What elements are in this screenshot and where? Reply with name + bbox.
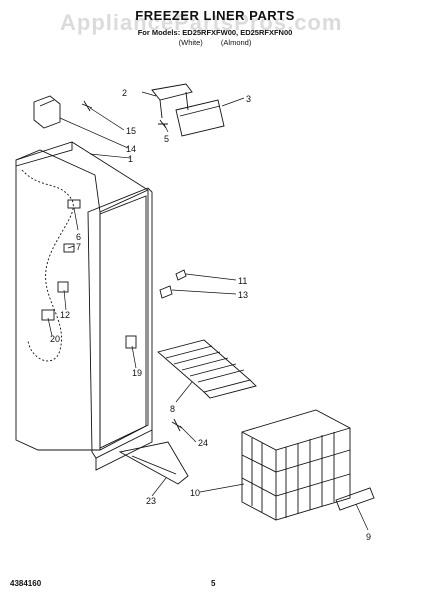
part-12-clip bbox=[57, 281, 69, 293]
diagram-title: FREEZER LINER PARTS bbox=[135, 8, 295, 23]
document-number: 4384160 bbox=[10, 579, 42, 588]
part-3-cover bbox=[175, 99, 225, 137]
page-number: 5 bbox=[211, 579, 216, 588]
part-10-wire-basket bbox=[241, 409, 351, 521]
callout-2: 2 bbox=[122, 88, 127, 98]
callout-23: 23 bbox=[146, 496, 156, 506]
part-11-clip bbox=[175, 269, 187, 281]
callout-12: 12 bbox=[60, 310, 70, 320]
callout-10: 10 bbox=[190, 488, 200, 498]
part-6-clip bbox=[67, 199, 81, 209]
callout-9: 9 bbox=[366, 532, 371, 542]
part-19-clip bbox=[125, 335, 137, 349]
callout-5: 5 bbox=[164, 134, 169, 144]
part-5-screw bbox=[158, 119, 168, 129]
callout-1: 1 bbox=[128, 154, 133, 164]
callout-11: 11 bbox=[238, 276, 247, 286]
callout-24: 24 bbox=[198, 438, 208, 448]
part-9-trim bbox=[335, 487, 375, 511]
part-7-clip bbox=[63, 243, 75, 253]
callout-8: 8 bbox=[170, 404, 175, 414]
part-15-screw bbox=[81, 100, 93, 112]
callout-6: 6 bbox=[76, 232, 81, 242]
callout-7: 7 bbox=[76, 242, 81, 252]
liner-frame bbox=[87, 187, 153, 471]
callout-19: 19 bbox=[132, 368, 142, 378]
variant-almond: (Almond) bbox=[220, 38, 252, 47]
model-numbers: For Models: ED25RFXFW00, ED25RFXFN00 bbox=[137, 28, 293, 37]
part-24-screw bbox=[171, 418, 183, 432]
callout-15: 15 bbox=[126, 126, 136, 136]
leader-lines bbox=[47, 91, 369, 531]
callout-14: 14 bbox=[126, 144, 136, 154]
callout-numbers: 1 2 3 5 6 7 8 9 10 11 12 13 14 15 19 20 … bbox=[50, 88, 371, 542]
part-2-bracket bbox=[151, 83, 193, 119]
variant-white: (White) bbox=[178, 38, 203, 47]
watermark: AppliancePartsPros.com bbox=[60, 10, 343, 35]
part-14-bracket bbox=[33, 95, 61, 129]
callout-3: 3 bbox=[246, 94, 251, 104]
color-variants: (White) (Almond) bbox=[0, 38, 430, 47]
callout-20: 20 bbox=[50, 334, 60, 344]
part-20-clip bbox=[41, 309, 55, 321]
part-8-wire-shelf bbox=[157, 339, 257, 399]
freezer-liner bbox=[15, 141, 149, 451]
part-23-support bbox=[118, 441, 189, 485]
part-13-clip bbox=[159, 285, 173, 299]
callout-13: 13 bbox=[238, 290, 248, 300]
